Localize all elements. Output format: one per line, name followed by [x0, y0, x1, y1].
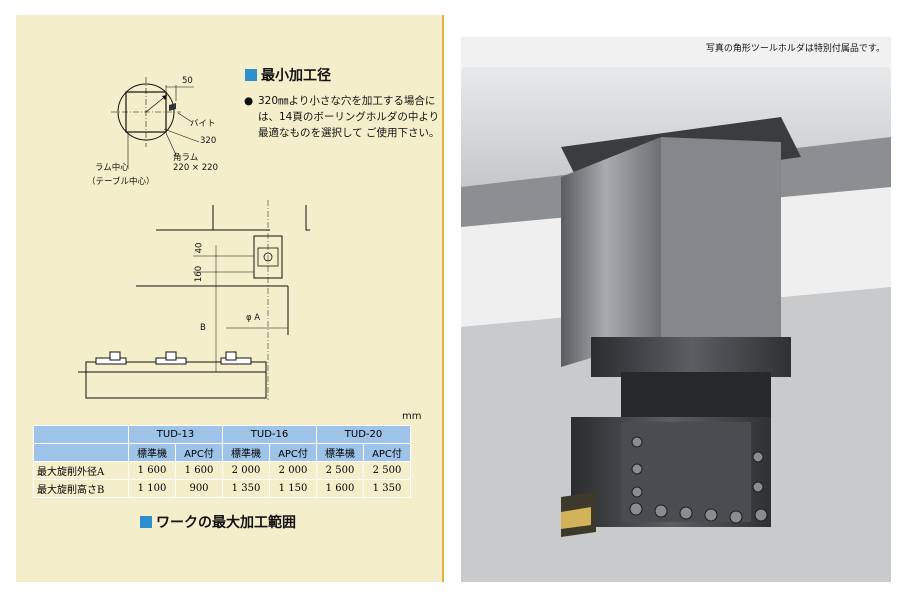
dim-50: 50 [182, 76, 193, 86]
model-header: TUD-20 [316, 425, 411, 444]
sub-header: APC付 [269, 443, 317, 462]
ram-center-label: ラム中心 [95, 163, 129, 173]
phi-a: φ A [246, 313, 261, 323]
dim-160: 160 [194, 265, 205, 283]
min-bore-diagram [111, 77, 200, 168]
row-label: 最大旋削高さB [33, 479, 129, 498]
bite-label: バイト [190, 119, 216, 129]
dim-320: 320 [200, 136, 217, 146]
tool-holder-photo: 写真の角形ツールホルダは特別付属品です。 [461, 37, 891, 582]
table-cell: 900 [175, 479, 223, 498]
heading-marker-icon [245, 69, 257, 81]
table-row: 最大旋削外径A 1 600 1 600 2 000 2 000 2 500 2 … [33, 461, 411, 480]
heading-marker-icon [140, 516, 152, 528]
model-header: TUD-13 [128, 425, 223, 444]
table-cell: 2 500 [363, 461, 411, 480]
table-cell: 2 000 [269, 461, 317, 480]
row-label: 最大旋削外径A [33, 461, 129, 480]
table-cell: 1 350 [363, 479, 411, 498]
table-cell: 1 600 [316, 479, 364, 498]
min-bore-note: ● 320㎜より小さな穴を加工する場合には、14頁のボーリングホルダの中より最適… [244, 95, 440, 139]
dim-b: B [200, 323, 206, 333]
bullet-icon: ● [244, 95, 254, 107]
work-range-table: TUD-13 TUD-16 TUD-20 標準機 APC付 標準機 APC付 標… [33, 425, 411, 498]
table-cell: 1 350 [222, 479, 270, 498]
unit-label: mm [402, 411, 422, 422]
table-cell: 1 150 [269, 479, 317, 498]
work-range-heading: ワークの最大加工範囲 [140, 512, 296, 532]
work-range-diagram [78, 200, 310, 400]
table-cell: 1 600 [128, 461, 176, 480]
table-cell: 2 000 [222, 461, 270, 480]
left-panel: 50 バイト 320 ラム中心 （テーブル中心） 角ラム 220 × 220 最… [16, 15, 444, 582]
table-cell: 2 500 [316, 461, 364, 480]
square-ram-size: 220 × 220 [173, 163, 218, 173]
sub-header: APC付 [175, 443, 223, 462]
table-row: 最大旋削高さB 1 100 900 1 350 1 150 1 600 1 35… [33, 479, 411, 498]
sub-header: 標準機 [222, 443, 270, 462]
photo-illustration [461, 37, 891, 582]
sub-header: 標準機 [316, 443, 364, 462]
table-cell: 1 100 [128, 479, 176, 498]
sub-header: 標準機 [128, 443, 176, 462]
dim-40: 40 [194, 242, 205, 254]
table-center-label: （テーブル中心） [87, 177, 155, 187]
table-header-row: TUD-13 TUD-16 TUD-20 [33, 425, 411, 444]
table-cell: 1 600 [175, 461, 223, 480]
model-header: TUD-16 [222, 425, 317, 444]
sub-header: APC付 [363, 443, 411, 462]
table-subheader-row: 標準機 APC付 標準機 APC付 標準機 APC付 [33, 443, 411, 462]
min-bore-heading: 最小加工径 [245, 65, 331, 85]
square-ram-label: 角ラム [173, 153, 199, 163]
photo-caption: 写真の角形ツールホルダは特別付属品です。 [705, 44, 885, 54]
